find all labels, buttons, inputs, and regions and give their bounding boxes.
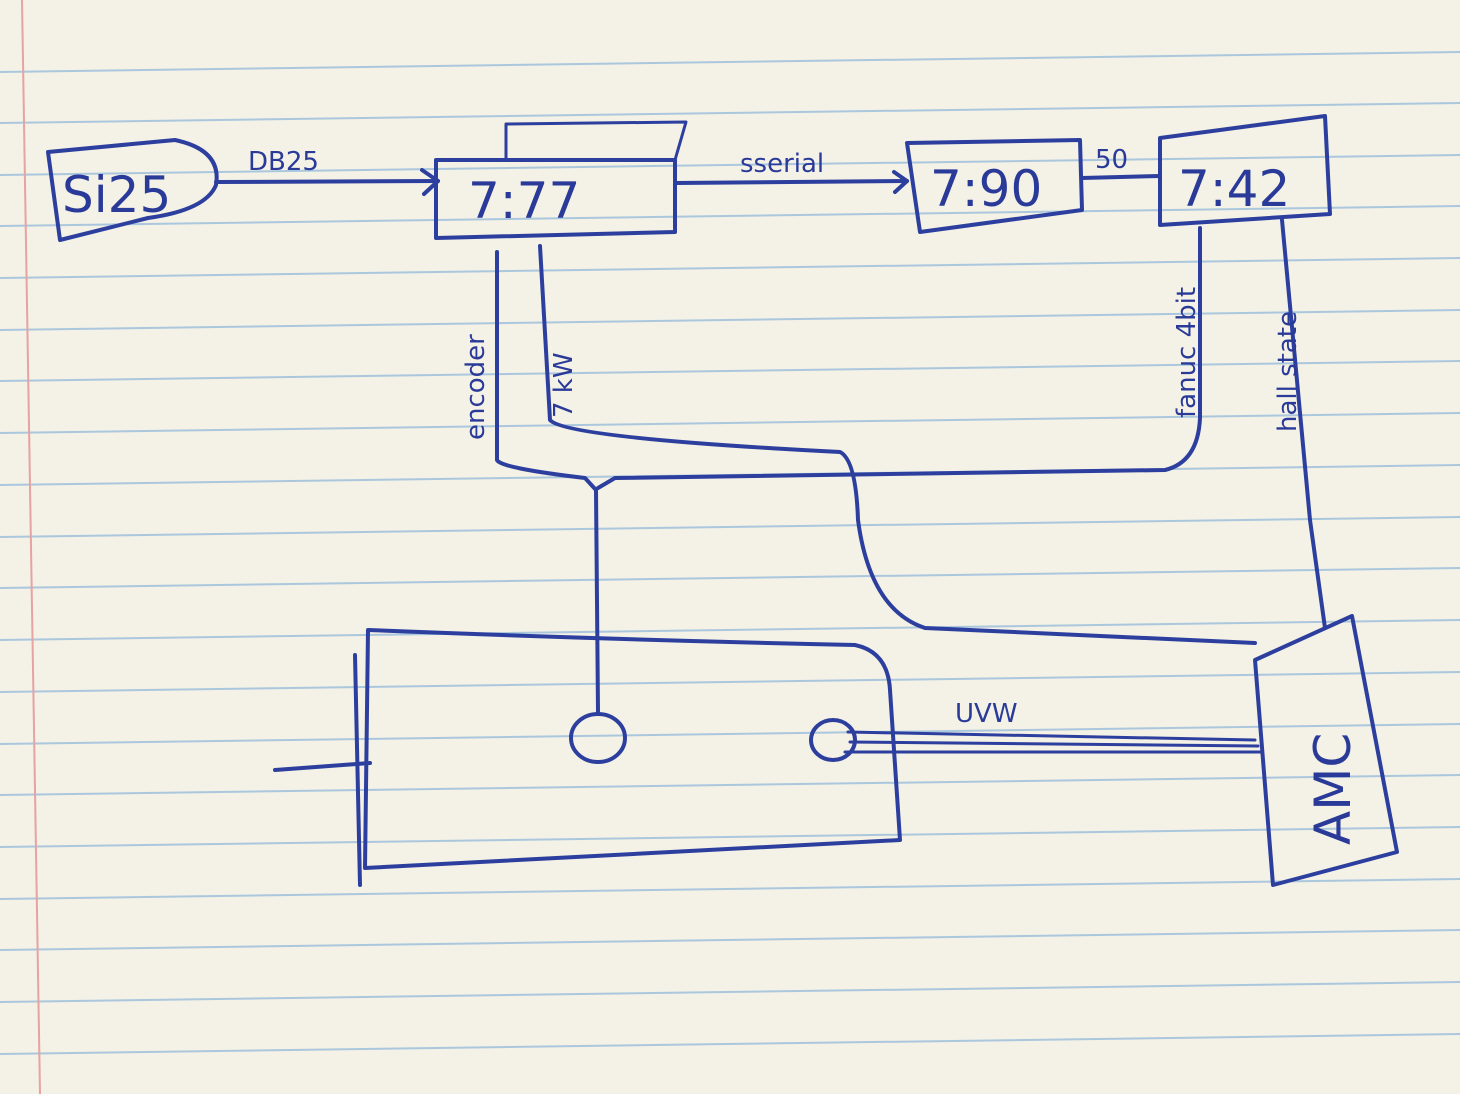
wire-hall-state-label: hall state <box>1273 311 1303 432</box>
wire-50-label: 50 <box>1095 145 1128 175</box>
node-box777: 7:77 <box>434 120 688 240</box>
wire-hall-state: hall state <box>1273 218 1327 630</box>
node-si25: Si25 <box>46 138 219 242</box>
power-port-icon <box>809 718 857 762</box>
wire-fanuc: fanuc 4bit <box>596 226 1202 490</box>
wire-db25: DB25 <box>214 147 440 196</box>
wire-50: 50 <box>1080 145 1162 180</box>
wire-uvw: UVW <box>843 699 1262 754</box>
wire-encoder: encoder <box>461 250 600 714</box>
node-box790: 7:90 <box>905 138 1084 234</box>
node-amc-label: AMC <box>1304 733 1362 845</box>
wire-7kw: 7 kW <box>538 244 1257 645</box>
wire-sserial-label: sserial <box>740 149 824 179</box>
node-amc: AMC <box>1253 614 1399 887</box>
node-si25-label: Si25 <box>62 166 171 224</box>
wire-sserial: sserial <box>673 149 909 194</box>
node-box742-label: 7:42 <box>1178 160 1290 218</box>
wire-encoder-label: encoder <box>461 334 491 440</box>
wire-7kw-label: 7 kW <box>549 352 579 418</box>
encoder-port-icon <box>569 712 627 764</box>
node-box790-label: 7:90 <box>930 160 1042 218</box>
node-box777-label: 7:77 <box>468 172 580 230</box>
wire-db25-label: DB25 <box>248 147 319 177</box>
wire-uvw-label: UVW <box>955 699 1018 729</box>
wire-fanuc-label: fanuc 4bit <box>1172 287 1202 418</box>
motor <box>273 628 902 887</box>
node-box742: 7:42 <box>1158 114 1332 227</box>
